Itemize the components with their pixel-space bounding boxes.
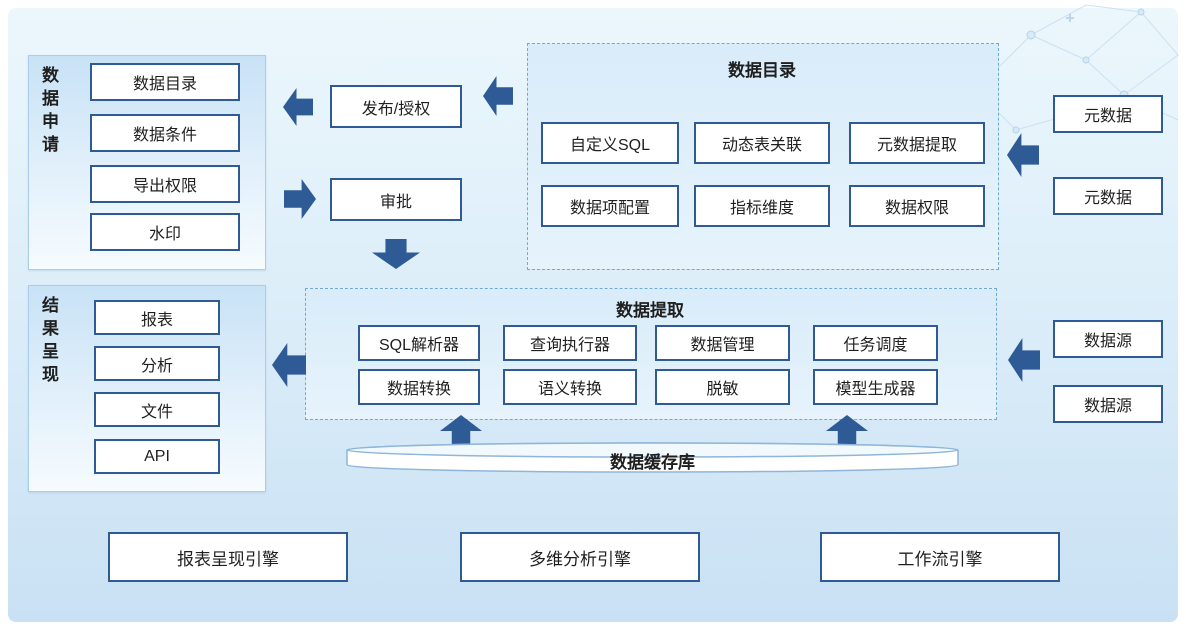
result-present-panel-label: 结果呈现 (39, 296, 58, 388)
data-catalog-panel-title: 数据目录 (728, 61, 796, 80)
data-extract-panel-title: 数据提取 (616, 301, 684, 320)
apply-item-watermark: 水印 (90, 213, 240, 251)
extract-item-data-management: 数据管理 (655, 325, 790, 361)
olap-engine-box: 多维分析引擎 (460, 532, 700, 582)
workflow-engine-box: 工作流引擎 (820, 532, 1060, 582)
extract-item-query-executor: 查询执行器 (503, 325, 637, 361)
extract-item-data-transform: 数据转换 (358, 369, 480, 405)
cache-cylinder: 数据缓存库 (345, 440, 960, 476)
result-item-file: 文件 (94, 392, 220, 427)
report-engine-box: 报表呈现引擎 (108, 532, 348, 582)
catalog-item-data-permission: 数据权限 (849, 185, 985, 227)
extract-item-sql-parser: SQL解析器 (358, 325, 480, 361)
extract-item-desensitize: 脱敏 (655, 369, 790, 405)
result-item-api: API (94, 439, 220, 474)
catalog-item-indicator-dimension: 指标维度 (694, 185, 830, 227)
apply-item-export-permission: 导出权限 (90, 165, 240, 203)
catalog-item-metadata-extract: 元数据提取 (849, 122, 985, 164)
catalog-item-dataitem-config: 数据项配置 (541, 185, 679, 227)
extract-item-task-schedule: 任务调度 (813, 325, 938, 361)
data-apply-panel-label: 数据申请 (39, 66, 58, 158)
cache-label: 数据缓存库 (610, 453, 695, 472)
datasource-box-2: 数据源 (1053, 385, 1163, 423)
apply-item-data-catalog: 数据目录 (90, 63, 240, 101)
apply-item-data-condition: 数据条件 (90, 114, 240, 152)
publish-authorize-box: 发布/授权 (330, 85, 462, 128)
metadata-box-2: 元数据 (1053, 177, 1163, 215)
extract-item-semantic-transform: 语义转换 (503, 369, 637, 405)
catalog-item-custom-sql: 自定义SQL (541, 122, 679, 164)
datasource-box-1: 数据源 (1053, 320, 1163, 358)
metadata-box-1: 元数据 (1053, 95, 1163, 133)
approve-box: 审批 (330, 178, 462, 221)
result-item-analysis: 分析 (94, 346, 220, 381)
result-item-report: 报表 (94, 300, 220, 335)
extract-item-model-generator: 模型生成器 (813, 369, 938, 405)
catalog-item-dynamic-table: 动态表关联 (694, 122, 830, 164)
